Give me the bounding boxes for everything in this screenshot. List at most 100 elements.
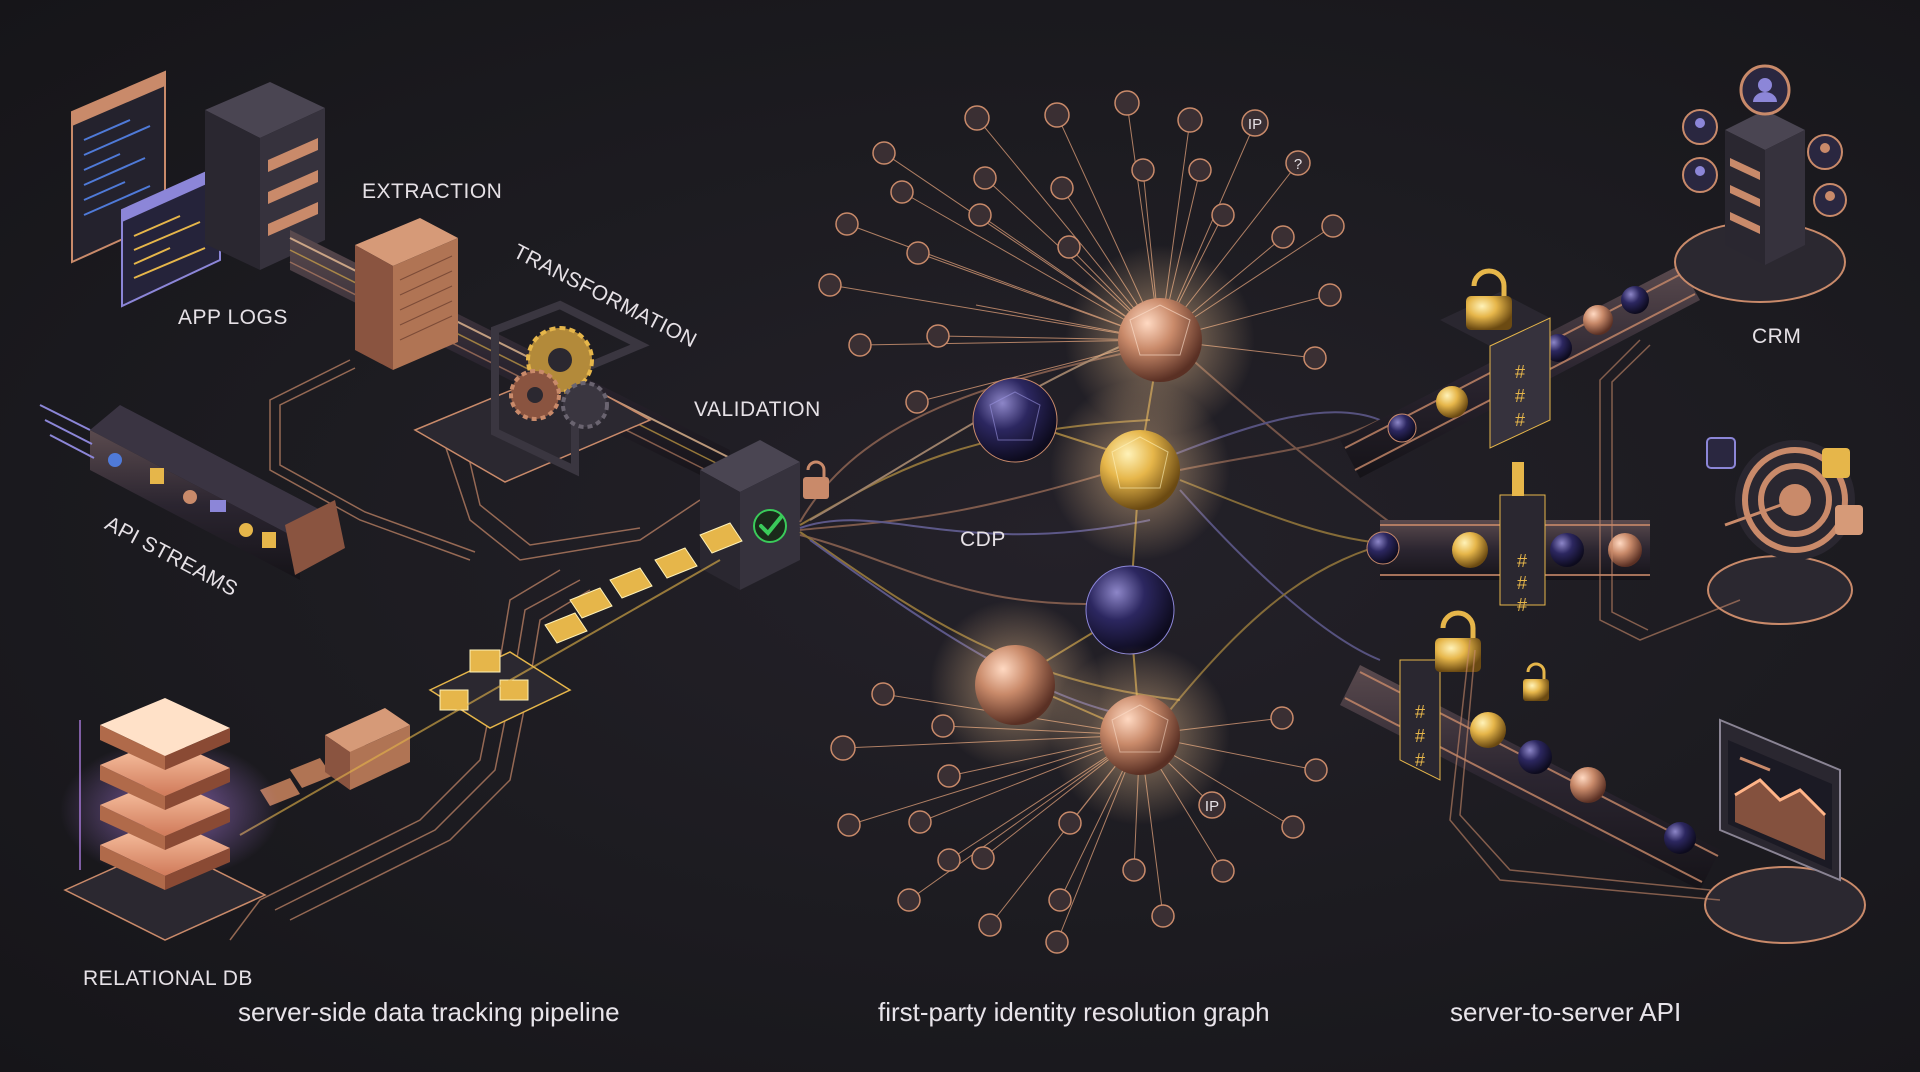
hash-gate: # # # [1499,462,1546,615]
envelope-icon [906,241,930,265]
validation-block [700,440,829,590]
ip-label-top: IP [1248,116,1262,133]
hash-icon: # [1515,362,1525,382]
location-pin-icon [1318,283,1342,307]
phone-icon [973,166,997,190]
user-icon [830,735,856,761]
location-pin-icon [818,273,842,297]
ip-badge-bottom: IP [1198,791,1226,819]
api-streams-tube [39,404,345,580]
code-window-icon [121,164,221,308]
globe-icon [1321,214,1345,238]
crm-server [1674,64,1847,303]
list-icon [1045,930,1069,954]
hash-icon: # [1517,551,1527,571]
user-icon [1807,134,1843,170]
lock-icon [803,460,829,499]
gear-icon [509,369,561,421]
building-icon [1057,235,1081,259]
gear-icon [561,381,609,429]
user-icon [1271,225,1295,249]
extraction-label: EXTRACTION [362,180,503,203]
hash-icon: # [1517,573,1527,593]
user-icon [1682,109,1718,145]
hash-icon: # [1515,386,1525,406]
identity-graph: IP ? [799,90,1401,954]
at-icon [1304,758,1328,782]
mobile-icon [1281,815,1305,839]
copper-filter-block [325,708,410,790]
target-icon [1706,437,1863,625]
lock-icon [1466,268,1512,330]
at-icon [1058,811,1082,835]
hash-gate: # # # [1399,659,1441,781]
envelope-icon [835,212,859,236]
envelope-icon [837,813,861,837]
crm-label: CRM [1752,325,1802,348]
laptop-icon [1188,158,1212,182]
envelope-icon [890,180,914,204]
envelope-icon [937,764,961,788]
mobile-icon [931,714,955,738]
identity-graph-caption: first-party identity resolution graph [878,997,1270,1027]
envelope-icon [937,848,961,872]
user-icon [1739,64,1791,116]
hash-icon: # [1515,410,1525,430]
envelope-icon [1044,102,1070,128]
data-pipeline [39,70,829,941]
identity-node-copper-bottom [1050,645,1230,825]
lock-icon [905,390,929,414]
hash-icon: # [1415,702,1425,722]
ip-badge-top: IP [1241,109,1269,137]
chart-icon [1704,718,1866,944]
relational-db-label: RELATIONAL DB [83,967,253,990]
tag-icon [1822,448,1850,478]
envelope-icon [871,682,895,706]
card-icon [971,846,995,870]
identity-node-indigo-left [972,377,1058,463]
lock-icon [1512,462,1524,496]
identity-node-gold [1050,380,1230,560]
envelope-icon [908,810,932,834]
lock-icon [1523,662,1549,701]
extraction-block [355,218,458,370]
shield-icon [1151,904,1175,928]
phone-icon [926,324,950,348]
mobile-icon [897,888,921,912]
question-badge: ? [1285,150,1311,176]
hash-icon: # [1517,595,1527,615]
mobile-icon [1270,706,1294,730]
transformation-block [413,300,652,483]
api-pipe-analytics: # # # [1340,610,1720,890]
identity-node-indigo-center [1085,565,1175,655]
phone-icon [1050,176,1074,200]
user-icon [1706,437,1736,469]
phone-icon [848,333,872,357]
hash-icon: # [1415,726,1425,746]
megaphone-icon [1835,505,1863,535]
question-label: ? [1294,156,1302,173]
api-pipe-crm: # # # [1340,265,1700,478]
phone-icon [978,913,1002,937]
database-icon [60,698,280,941]
cdp-label: CDP [960,528,1006,551]
mobile-icon [1211,203,1235,227]
validation-label: VALIDATION [694,398,821,421]
pipeline-caption: server-side data tracking pipeline [238,997,620,1027]
server-to-server-api: # # # # # # [1340,64,1866,944]
laptop-icon [1122,858,1146,882]
envelope-flow [239,522,743,836]
mobile-icon [1114,90,1140,116]
app-logs-windows [71,70,221,308]
mobile-icon [1048,888,1072,912]
api-caption: server-to-server API [1450,997,1682,1027]
screen-icon [1303,346,1327,370]
user-icon [1813,183,1847,217]
user-icon [1682,157,1718,193]
mobile-icon [1131,158,1155,182]
hash-icon: # [1415,750,1425,770]
globe-icon [1211,859,1235,883]
envelope-icon [964,105,990,131]
